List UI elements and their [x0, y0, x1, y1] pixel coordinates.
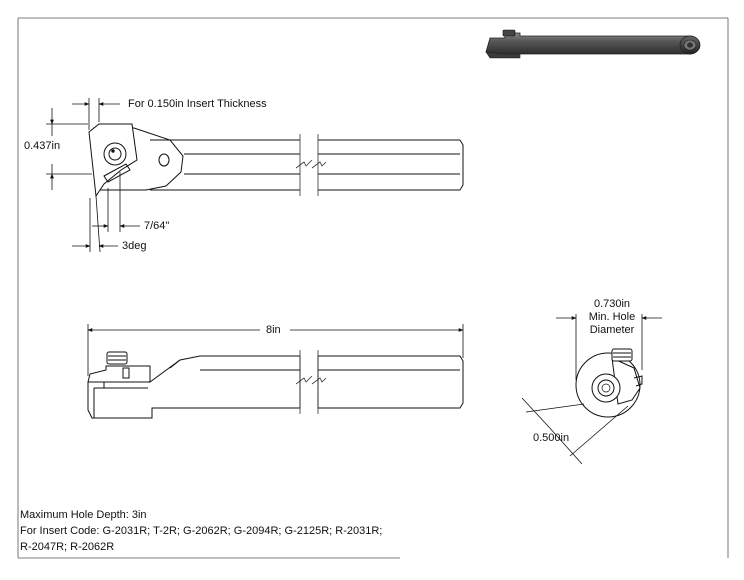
top-view-dimensions [46, 98, 140, 253]
max-hole-depth-note: Maximum Hole Depth: 3in [20, 509, 147, 521]
min-hole-dimension-line2: Min. Hole [588, 311, 636, 323]
height-dimension-label: 0.437in [24, 140, 61, 152]
side-view-dimensions [87, 324, 464, 376]
angle-dimension-label: 3deg [122, 240, 147, 252]
length-dimension-label: 8in [266, 324, 281, 336]
offset-dimension-label: 7/64" [144, 220, 170, 232]
sheet-border [17, 17, 729, 559]
min-hole-dimension-line1: 0.730in [593, 298, 631, 310]
insert-codes-line1: For Insert Code: G-2031R; T-2R; G-2062R;… [20, 525, 383, 537]
top-view [88, 123, 464, 198]
insert-codes-line2: R-2047R; R-2062R [20, 541, 115, 553]
shank-dimension-label: 0.500in [533, 432, 570, 444]
min-hole-dimension-line3: Diameter [589, 324, 635, 336]
end-view-dimensions [521, 314, 662, 465]
end-view [575, 348, 643, 418]
isometric-view [485, 29, 701, 59]
insert-thickness-note: For 0.150in Insert Thickness [128, 98, 267, 110]
drawing-notes: Maximum Hole Depth: 3in For Insert Code:… [20, 507, 382, 555]
side-view [87, 350, 464, 419]
